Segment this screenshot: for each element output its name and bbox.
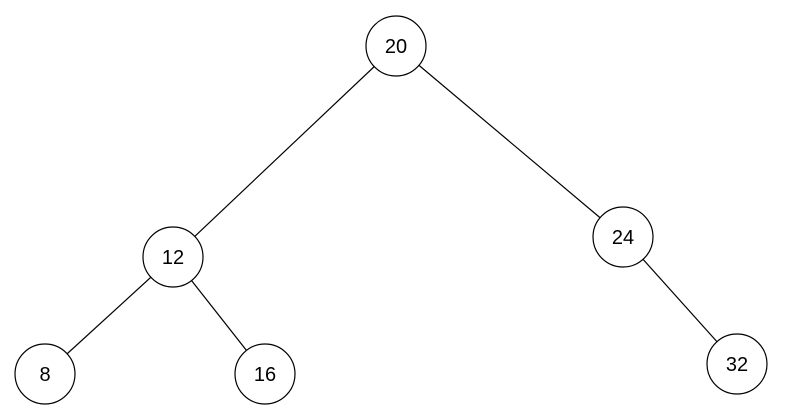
node-circle — [365, 15, 427, 77]
node-label: 8 — [39, 364, 50, 386]
tree-node-16: 16 — [234, 343, 296, 405]
node-circle — [706, 333, 768, 395]
node-circle — [142, 226, 204, 288]
tree-node-8: 8 — [14, 343, 76, 405]
tree-node-20: 20 — [365, 15, 427, 77]
tree-edge-20-12 — [172, 45, 397, 258]
node-circle — [592, 206, 654, 268]
tree-node-12: 12 — [142, 226, 204, 288]
node-label: 16 — [254, 364, 276, 386]
node-circle — [14, 343, 76, 405]
node-label: 32 — [726, 354, 748, 376]
tree-node-24: 24 — [592, 206, 654, 268]
node-label: 24 — [612, 227, 634, 249]
node-label: 12 — [162, 247, 184, 269]
tree-node-32: 32 — [706, 333, 768, 395]
node-label: 20 — [385, 36, 407, 58]
node-circle — [234, 343, 296, 405]
tree-edge-20-24 — [395, 45, 624, 238]
